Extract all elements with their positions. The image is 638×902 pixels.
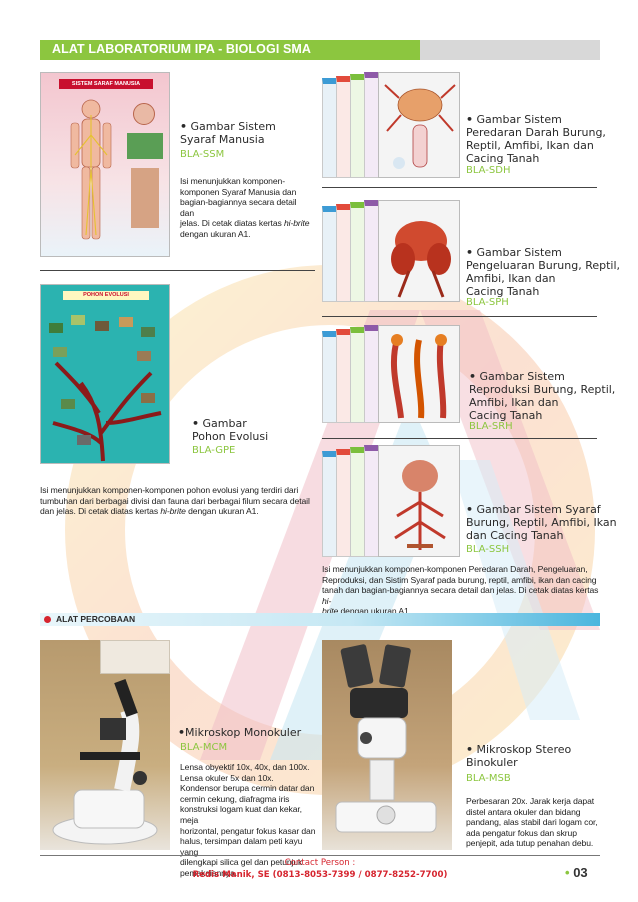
product-code-ssm: BLA-SSM [180,149,225,160]
brain-inset [133,103,155,125]
product-code-srh: BLA-SRH [469,421,513,432]
divider [322,187,597,188]
poster-pohon-evolusi: POHON EVOLUSI [40,284,170,464]
page-number: • 03 [565,865,588,880]
product-code-gpe: BLA-GPE [192,445,236,456]
divider [40,270,315,271]
header-bar: ALAT LABORATORIUM IPA - BIOLOGI SMA [40,40,600,60]
poster-title-band [63,291,149,300]
product-desc-ssm: Isi menunjukkan komponen- komponen Syara… [180,176,310,239]
stereo-microscope-figure [335,644,437,833]
section-bar-alat-percobaan: ALAT PERCOBAAN [40,613,600,626]
poster-stack-sph [322,200,462,305]
circulatory-figure [384,84,456,169]
product-desc-msb: Perbesaran 20x. Jarak kerja dapat distel… [466,796,598,849]
page-number-value: 03 [573,865,588,880]
nerve-detail-inset [127,133,163,159]
section-bar-fill [40,613,600,626]
poster-stack-srh [322,325,462,425]
reproductive-figure [391,334,447,419]
photo-mikroskop-monokuler [40,640,170,850]
nervous-system-figure [70,99,112,240]
header-green-band [40,40,420,60]
spine-inset [131,168,159,228]
silica-box [100,640,170,674]
product-desc-mcm: Lensa obyektif 10x, 40x, dan 100x. Lensa… [180,762,316,878]
product-code-mcm: BLA-MCM [180,742,228,753]
product-name-gpe: • Gambar Pohon Evolusi [192,417,269,443]
product-name-sph: • Gambar Sistem Pengeluaran Burung, Rept… [466,246,621,298]
product-name-msb: • Mikroskop Stereo Binokuler [466,743,572,769]
product-name-mcm: •Mikroskop Monokuler [178,726,302,739]
product-desc-gpe: Isi menunjukkan komponen-komponen pohon … [40,485,310,517]
page-bullet: • [565,865,570,880]
poster-title-band [59,79,153,89]
photo-mikroskop-stereo-binokuler [322,640,452,850]
poster-stack-ssh [322,445,462,560]
product-name-srh: • Gambar Sistem Reproduksi Burung, Repti… [469,370,616,422]
product-code-msb: BLA-MSB [466,773,511,784]
poster-stack-sdh [322,72,462,182]
product-code-ssh: BLA-SSH [466,544,510,555]
contact-label: Contact Person : [284,858,356,868]
divider [322,316,597,317]
poster-sistem-saraf-manusia: SISTEM SARAF MANUSIA [40,72,170,257]
excretory-figure [391,221,451,298]
product-name-sdh: • Gambar Sistem Peredaran Darah Burung, … [466,113,606,165]
monocular-microscope-figure [52,679,158,845]
header-grey-band [420,40,600,60]
product-code-sdh: BLA-SDH [466,165,511,176]
product-name-ssh: • Gambar Sistem Syaraf Burung, Reptil, A… [466,503,617,542]
section-label: ALAT PERCOBAAN [56,614,136,624]
evolution-tree-figure [49,315,162,462]
product-code-sph: BLA-SPH [466,297,509,308]
product-name-ssm: • Gambar Sistem Syaraf Manusia [180,120,276,146]
page-title: ALAT LABORATORIUM IPA - BIOLOGI SMA [52,42,312,56]
poster-title: POHON EVOLUSI [83,292,129,298]
contact-value: Redis Manik, SE (0813-8053-7399 / 0877-8… [192,870,448,880]
product-desc-ssh: Isi menunjukkan komponen-komponen Pereda… [322,564,599,617]
footer-divider [40,855,600,856]
poster-title: SISTEM SARAF MANUSIA [71,81,141,87]
divider [322,438,597,439]
nervous-animal-figure [394,460,446,550]
section-bullet-icon [44,616,51,623]
footer-contact: Contact Person : Redis Manik, SE (0813-8… [170,857,470,881]
